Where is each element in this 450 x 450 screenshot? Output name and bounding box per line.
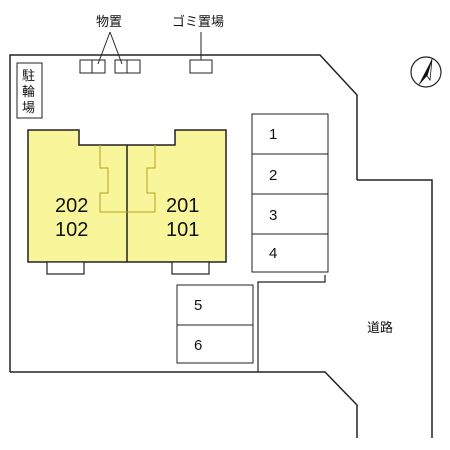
- parking-space-4: 4: [269, 245, 277, 262]
- parking-space-2: 2: [269, 167, 277, 184]
- bicycle-label-2: 輪: [22, 84, 35, 100]
- storage-label: 物置: [96, 15, 122, 30]
- bicycle-label-1: 駐: [22, 69, 35, 84]
- stair-left: [99, 145, 127, 213]
- unit-101: 101: [166, 219, 199, 241]
- stair-right: [127, 145, 156, 213]
- parking-spaces-upper: [251, 113, 329, 273]
- north-arrow-icon: [410, 56, 442, 88]
- parking-space-3: 3: [269, 207, 277, 224]
- parking-outline: [257, 275, 326, 372]
- storage-sheds: [79, 59, 141, 74]
- garbage-station: [189, 59, 213, 74]
- garbage-label: ゴミ置場: [172, 14, 224, 30]
- storage-pointer-right: [109, 31, 123, 65]
- step-right: [171, 261, 210, 275]
- storage-pointer-left: [97, 31, 111, 65]
- step-left: [46, 261, 85, 275]
- parking-spaces-lower: [176, 284, 254, 364]
- parking-space-6: 6: [194, 337, 202, 354]
- road-label: 道路: [367, 320, 393, 336]
- parking-space-1: 1: [269, 126, 277, 143]
- unit-102: 102: [55, 219, 88, 241]
- property-boundary-lower: [10, 371, 358, 438]
- unit-202: 202: [55, 195, 88, 217]
- bicycle-label-3: 場: [22, 101, 35, 116]
- property-boundary: [9, 54, 358, 372]
- parking-space-5: 5: [194, 297, 202, 314]
- road-edge: [357, 179, 433, 438]
- unit-201: 201: [166, 195, 199, 217]
- bicycle-parking: [16, 62, 43, 119]
